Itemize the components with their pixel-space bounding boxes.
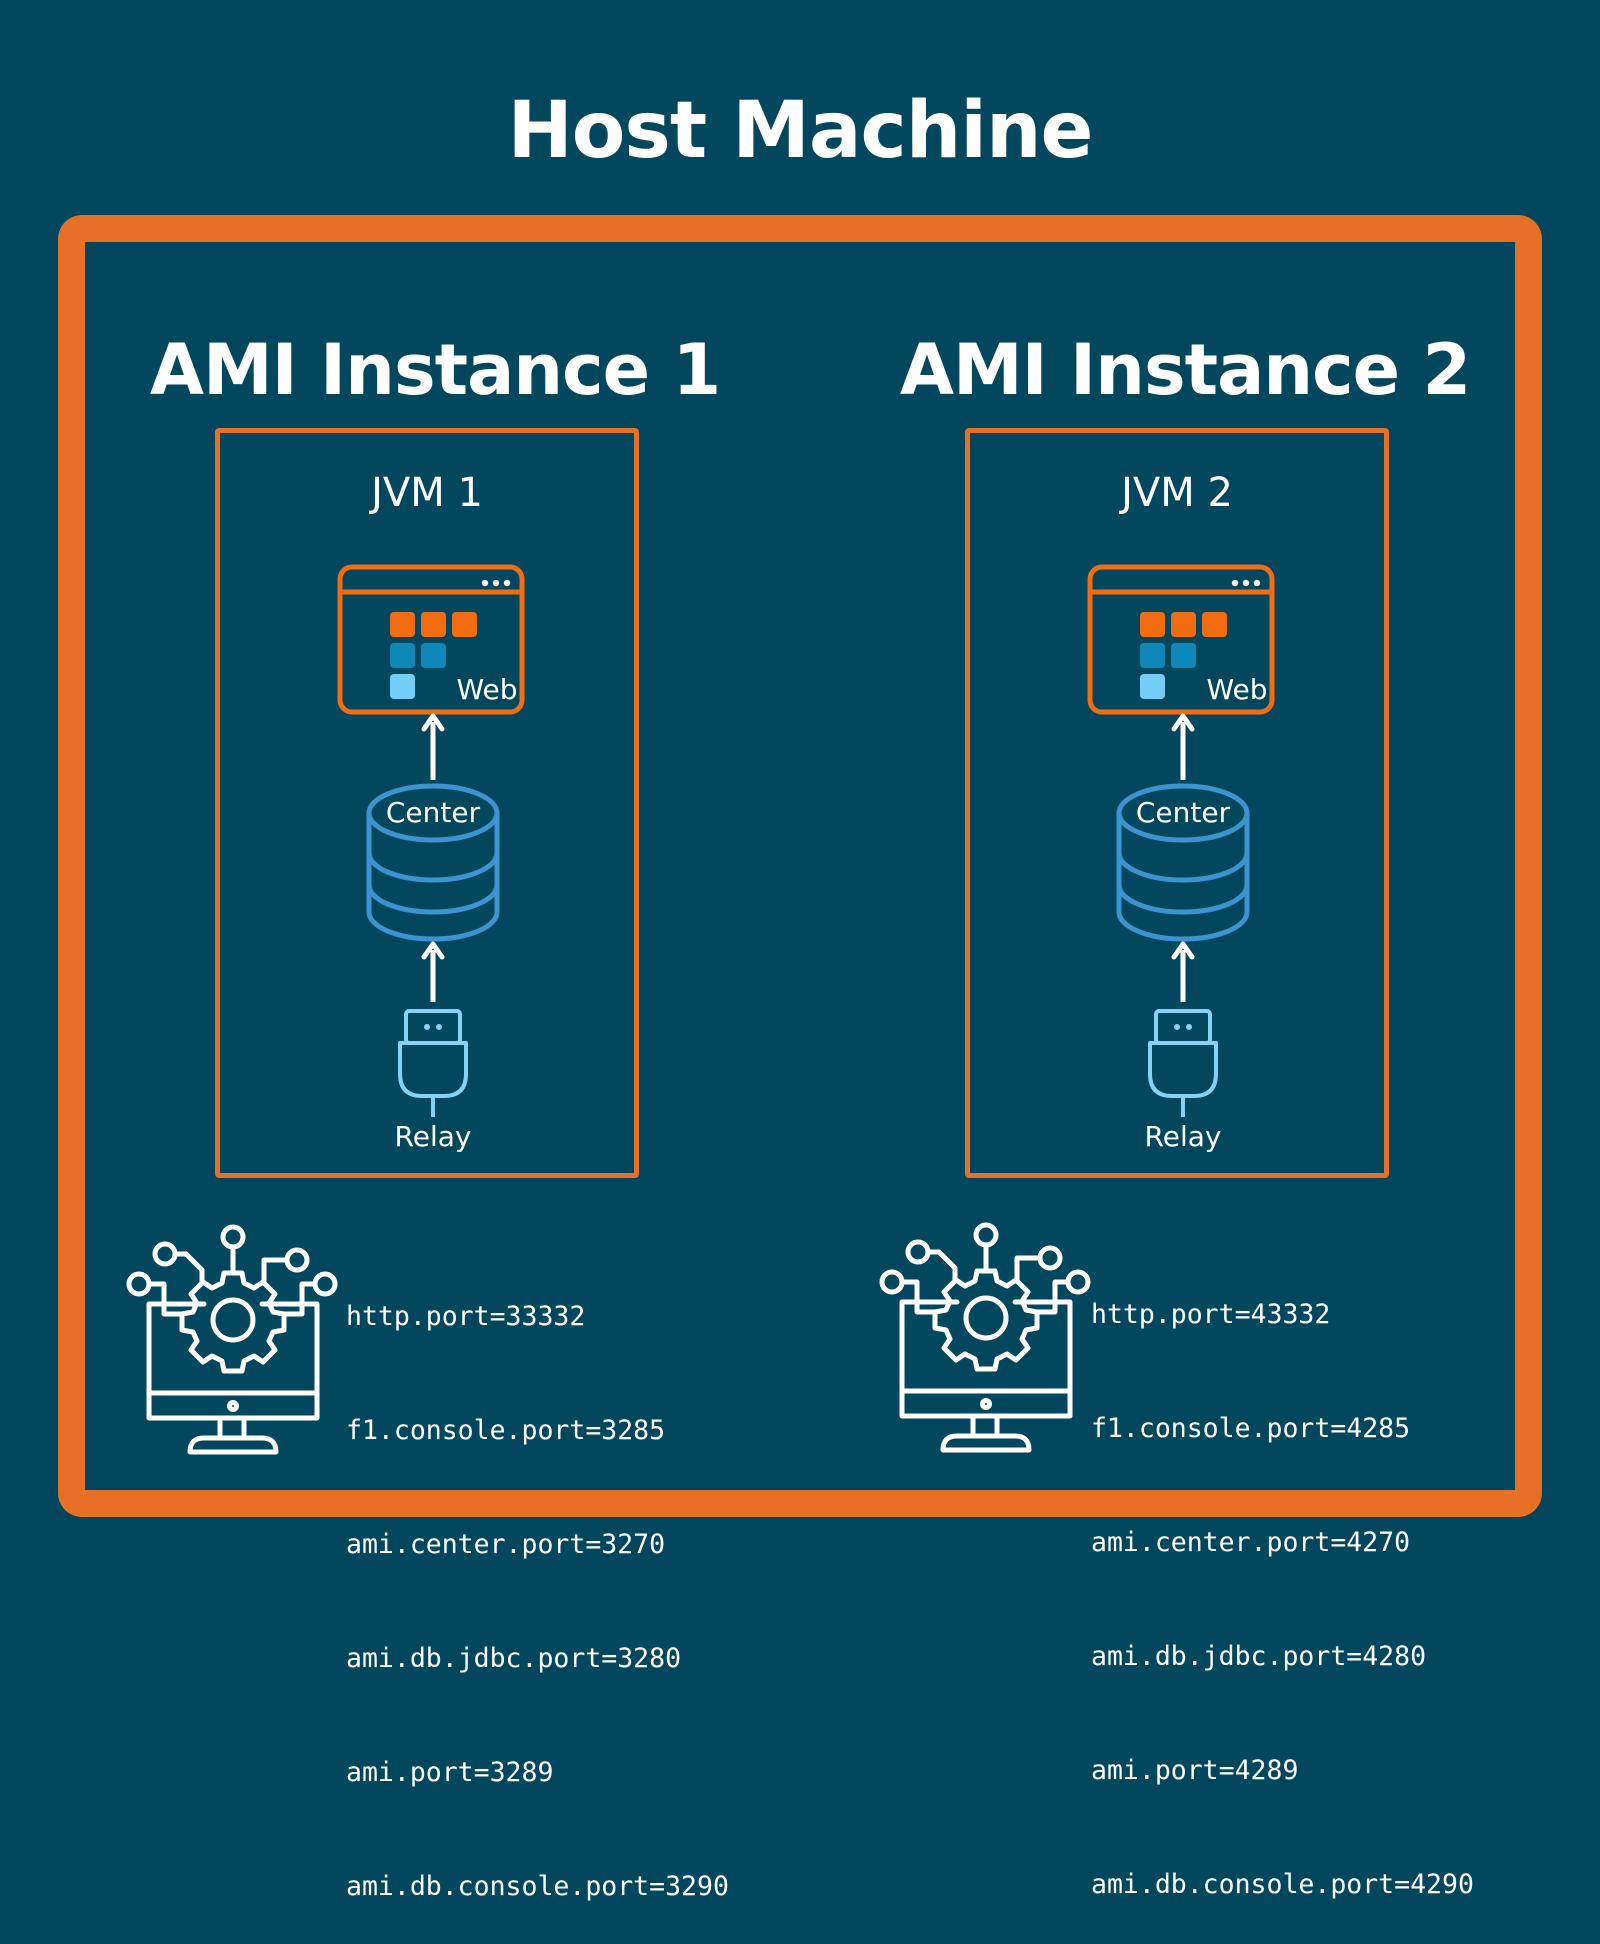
port-entry: ami.port=4289 [1091,1755,1299,1786]
port-entry: ami.center.port=4270 [1091,1527,1411,1558]
web-label-1: Web [456,673,517,706]
instance-1-port-list: http.port=33332 f1.console.port=3285 ami… [346,1222,729,1944]
port-entry: ami.port=3289 [346,1757,554,1788]
jvm-2-box: JVM 2 [965,428,1389,1178]
center-label-2: Center [1136,796,1231,829]
instance-2-title: AMI Instance 2 [899,329,1471,411]
jvm-1-label: JVM 1 [371,470,483,516]
settings-monitor-icon [129,1227,335,1452]
port-entry: http.port=33332 [346,1301,586,1332]
instance-2-port-list: http.port=43332 f1.console.port=4285 ami… [1091,1220,1474,1942]
port-entry: f1.console.port=4285 [1091,1413,1411,1444]
relay-label-2: Relay [1145,1120,1222,1153]
port-entry: ami.db.jdbc.port=4280 [1091,1641,1427,1672]
host-machine-title: Host Machine [507,86,1094,176]
port-entry: http.port=43332 [1091,1299,1331,1330]
port-entry: f1.console.port=3285 [346,1415,666,1446]
relay-label-1: Relay [395,1120,472,1153]
component-diagram: Web Center Relay Web Center Relay [0,0,1600,1153]
settings-monitor-icon [882,1225,1088,1450]
port-entry: ami.db.jdbc.port=3280 [346,1643,682,1674]
port-entry: ami.db.console.port=3290 [346,1871,729,1902]
host-machine-frame [58,215,1542,1517]
jvm-1-box: JVM 1 [215,428,639,1178]
web-label-2: Web [1206,673,1267,706]
jvm-2-label: JVM 2 [1121,470,1233,516]
instance-1-title: AMI Instance 1 [149,329,721,411]
port-entry: ami.db.console.port=4290 [1091,1869,1474,1900]
center-label-1: Center [386,796,481,829]
port-entry: ami.center.port=3270 [346,1529,666,1560]
